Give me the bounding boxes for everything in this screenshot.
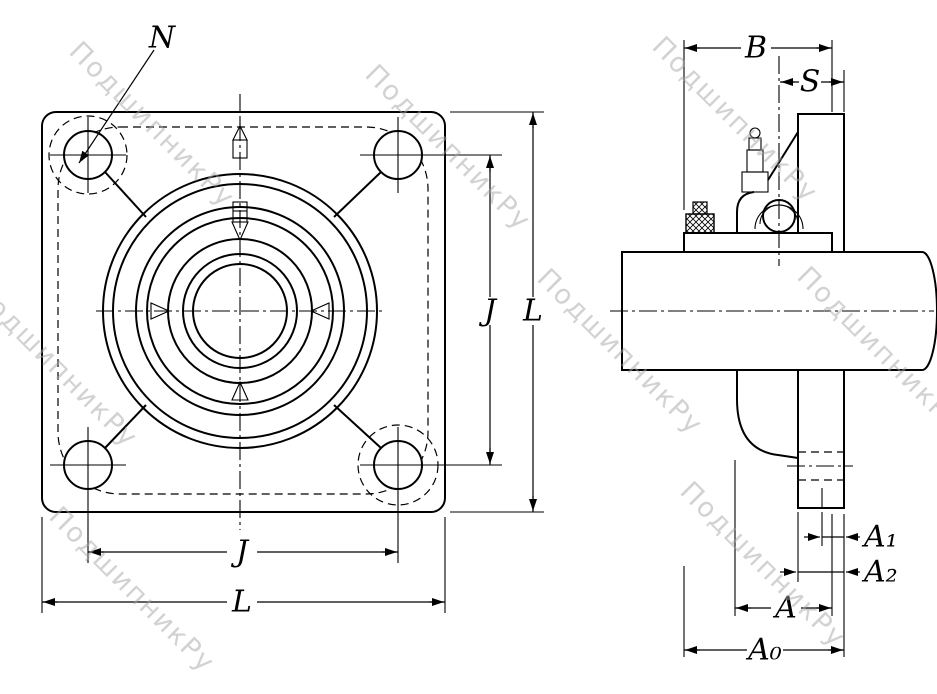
dimension-label-j-horizontal: J xyxy=(230,535,250,570)
side-view xyxy=(610,56,937,509)
dimension-label-a1: A₁ xyxy=(861,520,898,555)
inner-ring-section xyxy=(683,232,833,253)
dimension-label-l-vertical: L xyxy=(522,294,543,329)
dimension-label-s: S xyxy=(800,65,821,100)
dimension-a1: A₁ xyxy=(804,512,898,657)
dimension-label-a: A xyxy=(772,591,797,626)
housing-boss-lower xyxy=(736,370,799,459)
flange-face-dashed-outline xyxy=(57,126,429,495)
rib-lines xyxy=(104,171,382,449)
dimension-n: N xyxy=(78,21,177,164)
bolt-hole-bottom-left xyxy=(50,427,126,563)
dimension-label-l-horizontal: L xyxy=(231,585,252,620)
collar-set-screw xyxy=(685,201,715,234)
centerlines-front xyxy=(96,94,386,530)
bolt-hole-top-right xyxy=(360,117,502,193)
watermark-text: ПодшипникРу xyxy=(43,501,221,679)
dimension-l-horizontal: L xyxy=(41,517,446,620)
dimension-label-n: N xyxy=(148,21,177,56)
dimension-label-a2: A₂ xyxy=(861,555,898,590)
grease-zerk-side xyxy=(741,127,769,193)
dimension-l-vertical: L xyxy=(450,111,544,513)
dimension-label-j-vertical: J xyxy=(478,294,498,329)
flange-plate-lower xyxy=(797,369,845,509)
bolt-hole-bottom-right xyxy=(360,427,502,563)
dimension-b: B xyxy=(683,31,833,210)
leader-line xyxy=(78,49,155,164)
dimension-j-horizontal: J xyxy=(88,535,398,570)
centerlines-side xyxy=(610,56,934,312)
housing-boss-upper xyxy=(736,191,755,252)
dimension-label-b: B xyxy=(744,31,767,66)
side-view-dimensions: B S A₁ A₂ xyxy=(683,31,898,668)
dimension-a: A xyxy=(734,460,833,626)
dimension-label-a0: A₀ xyxy=(745,633,782,668)
dimension-a2: A₂ xyxy=(780,512,898,590)
flange-plate-upper xyxy=(797,113,845,253)
housing-slope xyxy=(767,131,799,181)
dimension-s: S xyxy=(780,65,845,112)
front-view xyxy=(41,94,502,563)
hidden-bolt-hole xyxy=(787,451,853,481)
bolt-boss-dashed-circle-tl xyxy=(48,115,128,195)
dimension-a0: A₀ xyxy=(683,566,844,668)
